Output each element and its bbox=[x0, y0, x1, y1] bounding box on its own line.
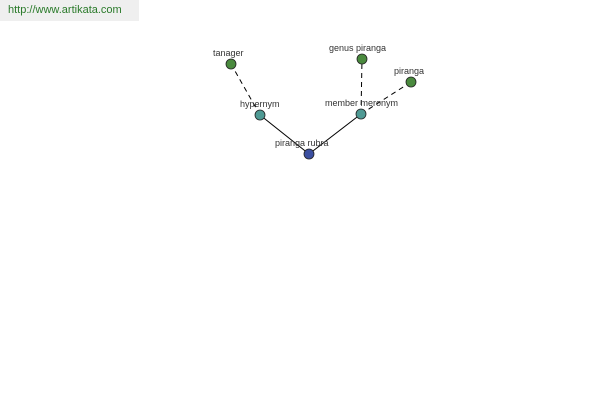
node-piranga-rubra[interactable] bbox=[303, 148, 315, 160]
node-label-genus-piranga: genus piranga bbox=[329, 43, 386, 53]
edge-hypernym-to-tanager bbox=[230, 63, 261, 116]
node-label-tanager: tanager bbox=[213, 48, 244, 58]
node-tanager[interactable] bbox=[225, 58, 237, 70]
edge-piranga-rubra-to-member-meronym bbox=[308, 113, 362, 155]
nodes-layer bbox=[225, 53, 417, 160]
source-url-text[interactable]: http://www.artikata.com bbox=[8, 4, 122, 16]
source-url-bar: http://www.artikata.com bbox=[0, 0, 139, 21]
node-hypernym[interactable] bbox=[254, 109, 266, 121]
node-label-piranga-rubra: piranga rubra bbox=[275, 138, 329, 148]
node-piranga[interactable] bbox=[405, 76, 417, 88]
labels-layer: piranga rubra hypernym member meronym tanag… bbox=[213, 43, 424, 148]
node-label-piranga: piranga bbox=[394, 66, 424, 76]
node-member-meronym[interactable] bbox=[355, 108, 367, 120]
edge-piranga-rubra-to-hypernym bbox=[259, 114, 310, 155]
node-label-member-meronym: member meronym bbox=[325, 98, 398, 108]
edge-member-meronym-to-genus-piranga bbox=[360, 58, 363, 115]
node-genus-piranga[interactable] bbox=[356, 53, 368, 65]
edge-member-meronym-to-piranga bbox=[360, 81, 412, 115]
edges-layer bbox=[230, 58, 412, 155]
node-label-hypernym: hypernym bbox=[240, 99, 280, 109]
